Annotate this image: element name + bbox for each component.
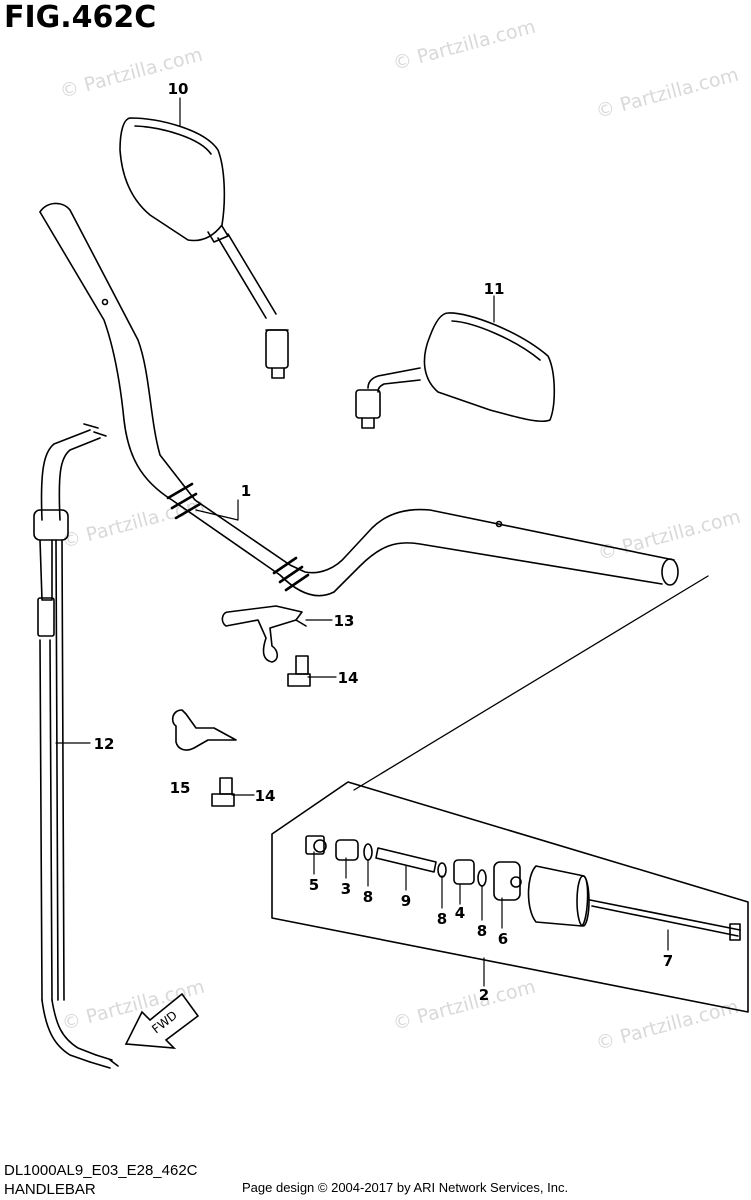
callout-14: 14 [338,669,359,687]
figure-title: FIG.462C [4,0,157,35]
balancer-assembly-box [271,575,749,1013]
callout-1: 1 [241,482,251,500]
watermark: © Partzilla.com [594,996,741,1055]
callout-6: 6 [498,930,508,948]
handlebar-part-1 [39,202,679,597]
callout-8: 8 [437,910,447,928]
bracket-part-15 [171,709,237,751]
callout-10: 10 [168,80,189,98]
bracket-part-13 [221,605,307,663]
mirror-right-part-11 [355,312,556,429]
figure-name: HANDLEBAR [4,1181,96,1198]
watermark: © Partzilla.com [391,976,538,1035]
copyright-text: Page design © 2004-2017 by ARI Network S… [242,1180,569,1195]
watermark: © Partzilla.com [596,506,743,565]
watermark: © Partzilla.com [594,64,741,123]
callout-5: 5 [309,876,319,894]
callout-12: 12 [94,735,115,753]
watermark: © Partzilla.com [60,494,207,553]
mirror-left-part-10 [119,117,289,379]
callout-13: 13 [334,612,355,630]
callout-8: 8 [477,922,487,940]
callout-2: 2 [479,986,489,1004]
callout-7: 7 [663,952,673,970]
fwd-arrow: FWD [124,992,200,1049]
callout-9: 9 [401,892,411,910]
figure-code: DL1000AL9_E03_E28_462C [4,1162,198,1179]
leader-lines [55,97,669,987]
callout-14: 14 [255,787,276,805]
bolt-part-14-upper [287,655,311,687]
throttle-cable-part-12 [33,423,119,1069]
balancer-parts [305,835,741,941]
callout-4: 4 [455,904,465,922]
callout-8: 8 [363,888,373,906]
callout-11: 11 [484,280,505,298]
callout-3: 3 [341,880,351,898]
bolt-part-14-lower [211,777,235,807]
callout-labels: 1 2 3 4 5 6 7 8 8 8 9 10 11 12 13 14 14 … [94,80,674,1004]
watermark: © Partzilla.com [391,16,538,75]
callout-15: 15 [170,779,191,797]
